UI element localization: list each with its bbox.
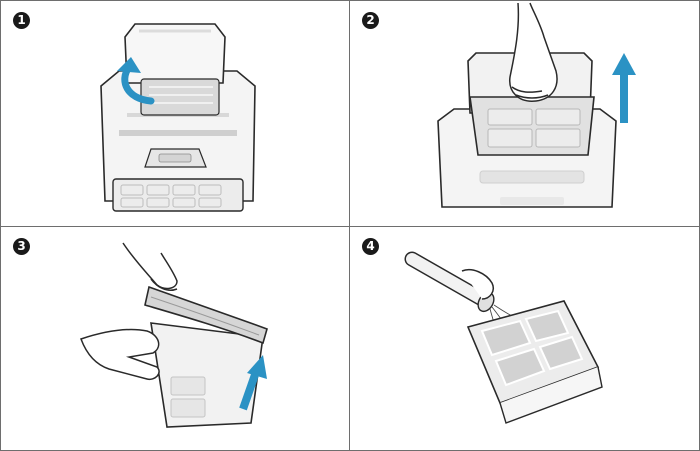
step-3-illustration [80, 242, 268, 428]
step-4-panel: 4 [350, 227, 699, 450]
opened-lid [124, 23, 226, 84]
up-arrow-icon [612, 53, 636, 123]
step-1-panel: 1 [1, 1, 349, 226]
step-1-illustration [100, 23, 256, 212]
step-2-number: 2 [362, 12, 379, 29]
up-arrow-icon [239, 355, 267, 411]
hand-icon [122, 242, 178, 291]
filter-panel [144, 285, 268, 345]
step-4-number: 4 [362, 238, 379, 255]
step-2-panel: 2 [350, 1, 699, 226]
step-2-illustration [437, 2, 636, 208]
hand-icon [80, 328, 160, 381]
filter-basket-top [140, 78, 220, 116]
hand-icon [509, 2, 558, 102]
step-3-panel: 3 [1, 227, 349, 450]
step-1-number: 1 [13, 12, 30, 29]
step-3-number: 3 [13, 238, 30, 255]
hand-icon [461, 269, 494, 300]
step-4-illustration [404, 251, 603, 424]
filter-basket [150, 322, 264, 428]
